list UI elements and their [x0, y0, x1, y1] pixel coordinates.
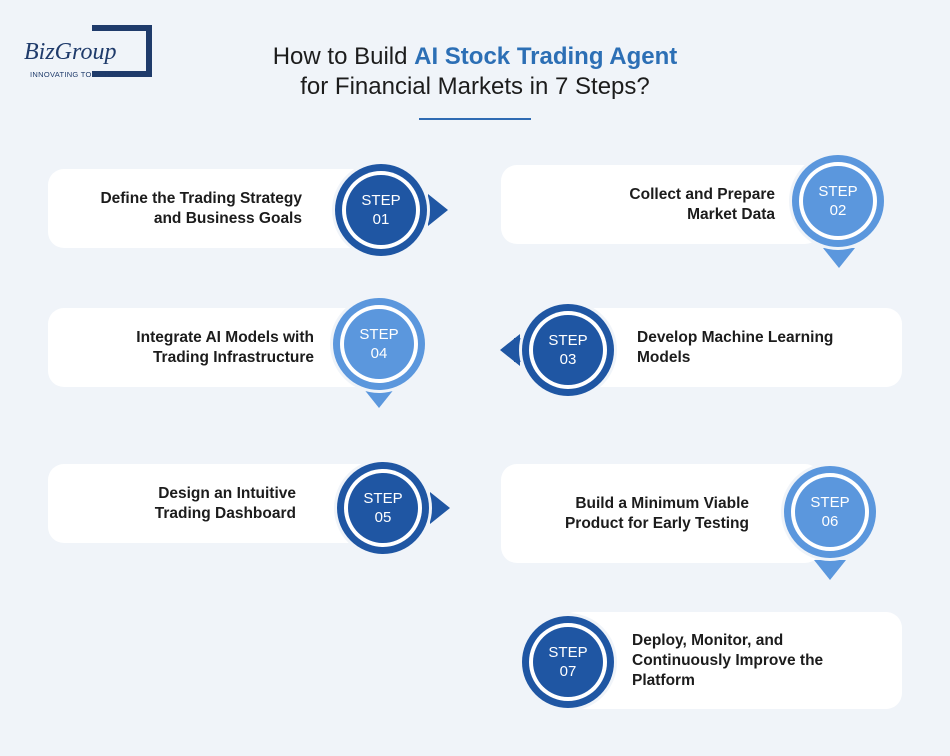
- step-03-badge: STEP 03: [519, 301, 617, 399]
- step-04-label: STEP: [359, 326, 399, 343]
- step-05-card: Design an Intuitive Trading Dashboard: [48, 464, 378, 543]
- step-06-number: 06: [821, 513, 839, 530]
- step-05-badge: STEP 05: [334, 459, 432, 557]
- title-part1: How to Build: [272, 43, 415, 70]
- step-02-label: STEP: [818, 183, 858, 200]
- step-05-text: Design an Intuitive Trading Dashboard: [154, 484, 296, 522]
- step-06-card: Build a Minimum Viable Product for Early…: [501, 464, 821, 563]
- logo-tagline: INNOVATING TOGETHER: [30, 70, 125, 79]
- logo-name: BizGroup: [24, 38, 120, 66]
- step-06-text: Build a Minimum Viable Product for Early…: [564, 494, 749, 532]
- step-01-label: STEP: [361, 192, 401, 209]
- step-03-card: Develop Machine Learning Models: [566, 308, 902, 387]
- step-07-text: Deploy, Monitor, and Continuously Improv…: [632, 631, 824, 689]
- step-07-label: STEP: [548, 644, 588, 661]
- step-04-arrow-down-icon: [363, 388, 395, 408]
- logo-frame: [92, 25, 152, 77]
- step-03-label: STEP: [548, 332, 588, 349]
- step-04-number: 04: [370, 345, 388, 362]
- step-01-number: 01: [372, 211, 390, 228]
- step-01-arrow-right-icon: [428, 194, 448, 226]
- step-04-badge: STEP 04: [330, 295, 428, 393]
- step-04-text: Integrate AI Models with Trading Infrast…: [136, 328, 314, 366]
- bizgroup-logo: BizGroup INNOVATING TOGETHER: [24, 22, 158, 84]
- step-03-number: 03: [559, 351, 577, 368]
- step-04-card: Integrate AI Models with Trading Infrast…: [48, 308, 378, 387]
- step-05-arrow-right-icon: [430, 492, 450, 524]
- title-underline: [419, 118, 531, 120]
- step-07-badge: STEP 07: [519, 613, 617, 711]
- step-02-card: Collect and Prepare Market Data: [501, 165, 821, 244]
- title-line2: for Financial Markets in 7 Steps?: [300, 73, 650, 100]
- step-02-arrow-down-icon: [823, 248, 855, 268]
- page-title: How to Build AI Stock Trading Agent for …: [0, 42, 950, 102]
- step-01-badge: STEP 01: [332, 161, 430, 259]
- step-01-text: Define the Trading Strategy and Business…: [100, 189, 302, 227]
- step-02-text: Collect and Prepare Market Data: [629, 185, 775, 223]
- step-07-card: Deploy, Monitor, and Continuously Improv…: [560, 612, 902, 709]
- step-05-label: STEP: [363, 490, 403, 507]
- step-03-arrow-left-icon: [500, 334, 520, 366]
- step-05-number: 05: [374, 509, 392, 526]
- step-01-card: Define the Trading Strategy and Business…: [48, 169, 378, 248]
- step-06-label: STEP: [810, 494, 850, 511]
- step-06-arrow-down-icon: [814, 560, 846, 580]
- step-07-number: 07: [559, 663, 577, 680]
- step-02-number: 02: [829, 202, 847, 219]
- step-06-badge: STEP 06: [781, 463, 879, 561]
- step-02-badge: STEP 02: [789, 152, 887, 250]
- step-03-text: Develop Machine Learning Models: [637, 328, 834, 366]
- title-highlight: AI Stock Trading Agent: [414, 43, 678, 70]
